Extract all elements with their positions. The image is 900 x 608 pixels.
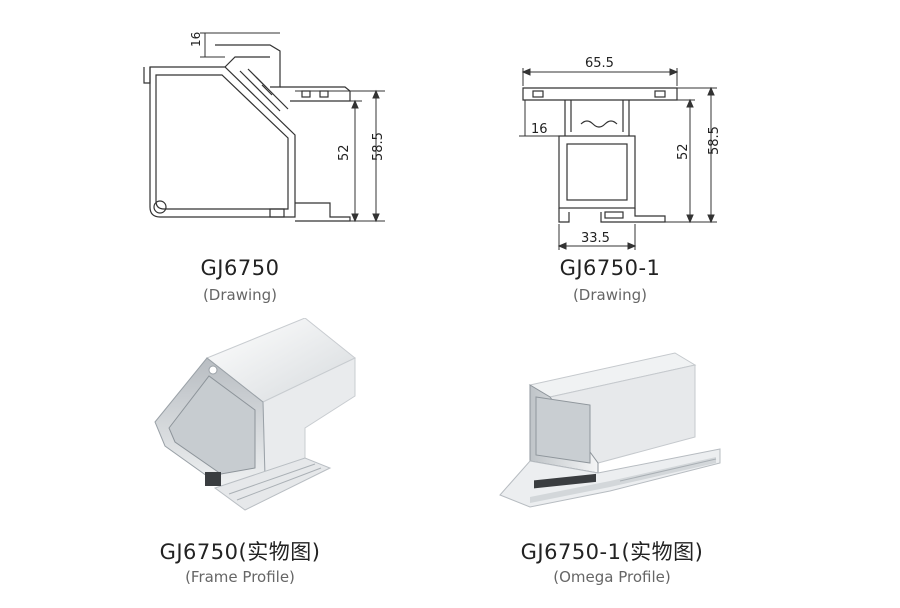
frame-profile-title: GJ6750(实物图) — [159, 540, 321, 564]
gj6750-drawing: 16 52 58.5 — [143, 32, 386, 223]
dim-outer-height: 58.5 — [371, 132, 386, 161]
dim-width: 65.5 — [585, 56, 614, 71]
dim-outer-height: 58.5 — [707, 126, 722, 155]
gj6750-1-title: GJ6750-1 — [559, 256, 661, 280]
gj6750-subtitle: (Drawing) — [202, 286, 278, 304]
frame-profile-subtitle: (Frame Profile) — [185, 568, 295, 586]
gj6750-title: GJ6750 — [200, 256, 280, 280]
dim-left: 16 — [531, 122, 548, 137]
dim-inner-height: 52 — [676, 143, 691, 160]
gj6750-1-subtitle: (Drawing) — [572, 286, 648, 304]
omega-profile-subtitle: (Omega Profile) — [553, 568, 671, 586]
dim-inner-height: 52 — [337, 144, 352, 161]
dim-top: 16 — [189, 32, 203, 47]
omega-profile-render — [499, 352, 721, 508]
dim-bottom-width: 33.5 — [581, 231, 610, 246]
omega-profile-title: GJ6750-1(实物图) — [520, 540, 704, 564]
frame-profile-render — [154, 318, 356, 511]
gj6750-1-drawing: 65.5 16 52 58.5 33.5 — [519, 56, 722, 250]
